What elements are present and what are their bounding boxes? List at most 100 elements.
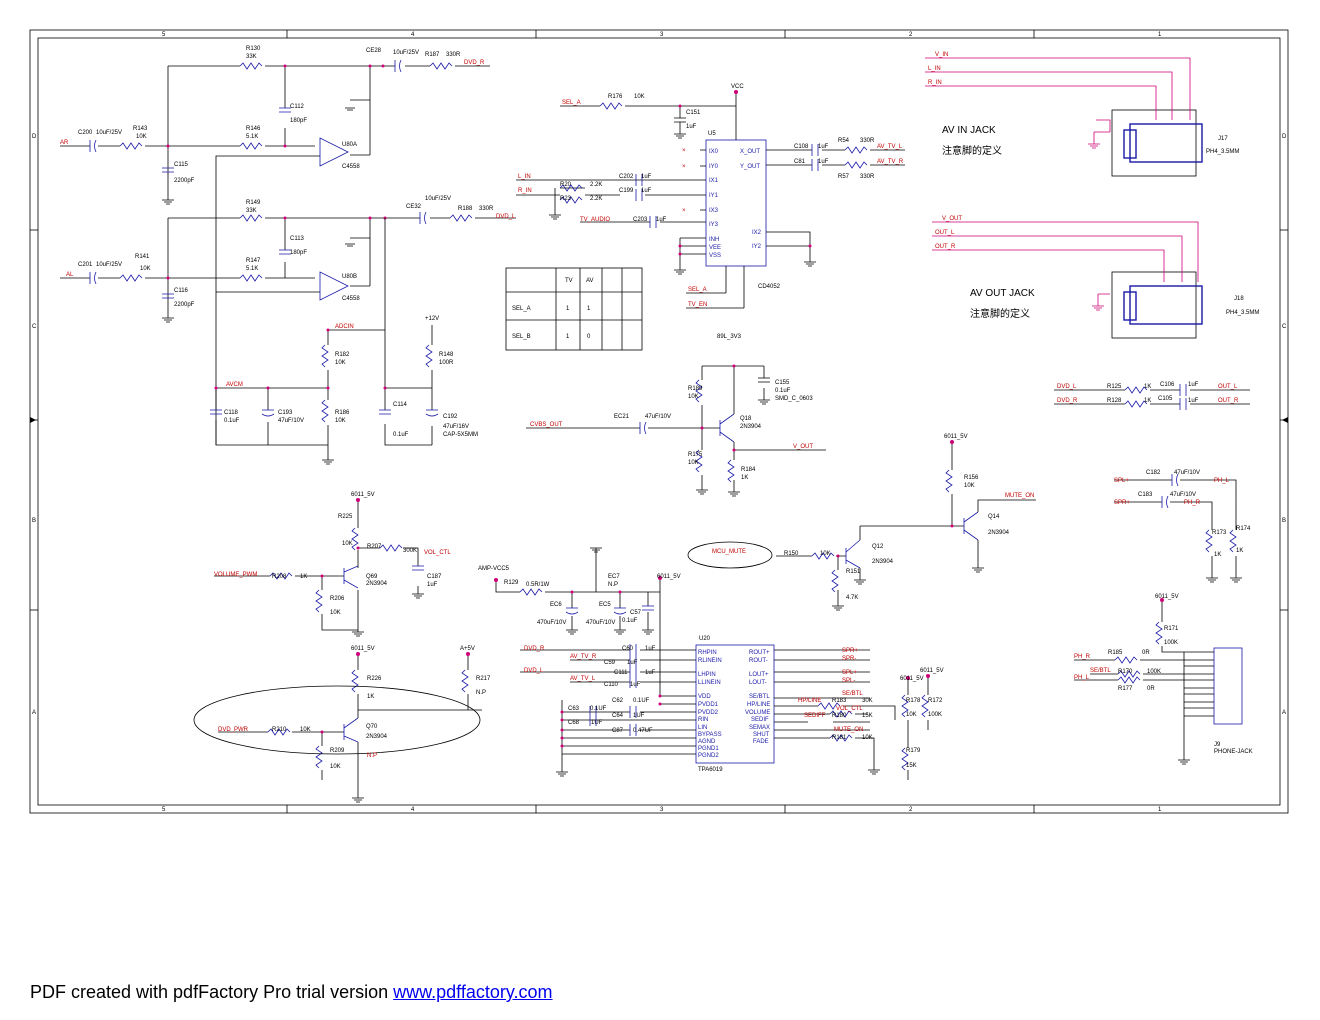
r129-label: R129 — [504, 580, 519, 586]
r130-value: 33K — [246, 54, 257, 60]
r208-value: 1K — [300, 574, 307, 580]
q70-np: N.P — [367, 753, 377, 759]
col-5-top: 5 — [162, 32, 166, 38]
r182-label: R182 — [335, 352, 350, 358]
j18-av-out-jack — [932, 221, 1203, 339]
net-av-tv-r-amp: AV_TV_R — [570, 654, 597, 660]
bias-network — [210, 218, 439, 465]
ec21-value: 47uF/10V — [645, 414, 671, 420]
r148-value: 100R — [439, 360, 454, 366]
c187-value: 1uF — [427, 582, 438, 588]
net-avcm: AVCM — [226, 382, 243, 388]
q12-label: Q12 — [872, 544, 884, 550]
r173-value: 1K — [1214, 552, 1221, 558]
c183-label: C183 — [1138, 492, 1153, 498]
u20-pin-fade: FADE — [753, 739, 769, 745]
r181-value: 10K — [862, 735, 873, 741]
table-row1-tv: 1 — [566, 306, 570, 312]
r182-value: 10K — [335, 360, 346, 366]
ec5-label: EC5 — [599, 602, 611, 608]
r128-label: R128 — [1107, 398, 1122, 404]
j18-label: J18 — [1234, 296, 1244, 302]
r143-label: R143 — [133, 126, 148, 132]
r183-value: 30K — [862, 698, 873, 704]
u20-pin-rout-p: ROUT+ — [749, 650, 770, 656]
table-row1-av: 1 — [587, 306, 591, 312]
u5-label: U5 — [708, 131, 716, 137]
u20-pin-bypass: BYPASS — [698, 732, 722, 738]
net-spr-p: SPR+ — [842, 648, 858, 654]
net-amp-vcc5: AMP-VCC5 — [478, 566, 510, 572]
table-row2-label: SEL_B — [512, 334, 531, 340]
c200-label: C200 — [78, 130, 93, 136]
c200-value: 10uF/25V — [96, 130, 122, 136]
r187-value: 330R — [446, 52, 461, 58]
r226-value: 1K — [367, 694, 374, 700]
u5-pin-yout: Y_OUT — [740, 164, 760, 170]
u20-pin-pgnd2: PGND2 — [698, 753, 719, 759]
q70-label: Q70 — [366, 724, 378, 730]
net-cvbs-out: CVBS_OUT — [530, 422, 563, 428]
r176-value: 10K — [634, 94, 645, 100]
r130-label: R130 — [246, 46, 261, 52]
r151-label: R151 — [846, 569, 861, 575]
c108-label: C108 — [794, 144, 809, 150]
net-sel-a: SEL_A — [562, 100, 581, 106]
u5-pin-ix2: IX2 — [752, 230, 762, 236]
r178-label: R178 — [906, 698, 921, 704]
r129-value: 0.5R/1W — [526, 582, 550, 588]
r125-label: R125 — [1107, 384, 1122, 390]
net-5v-j9: 6011_5V — [1155, 594, 1179, 600]
u5-part: CD4052 — [758, 284, 781, 290]
c202-value: 1uF — [641, 174, 652, 180]
c113-value: 180pF — [290, 250, 307, 256]
net-dvd-r-out: DVD_R — [1057, 398, 1078, 404]
net-r-in: R_IN — [518, 188, 532, 194]
c106-label: C106 — [1160, 382, 1175, 388]
r174-value: 1K — [1236, 548, 1243, 554]
u20-pin-agnd: AGND — [698, 739, 716, 745]
u20-pin-rin: RIN — [698, 717, 708, 723]
row-b-left: B — [32, 518, 36, 524]
net-v-in: V_IN — [935, 52, 948, 58]
svg-text:×: × — [682, 164, 686, 170]
u20-pin-rhpin: RHPIN — [698, 650, 717, 656]
c199-label: C199 — [619, 188, 634, 194]
r208-label: R208 — [272, 574, 287, 580]
r179-label: R179 — [906, 748, 921, 754]
r217-label: R217 — [476, 676, 491, 682]
r54-label: R54 — [838, 138, 850, 144]
net-spl-plus: SPL+ — [1114, 478, 1129, 484]
pdffactory-link[interactable]: www.pdffactory.com — [393, 982, 553, 1002]
c187-label: C187 — [427, 574, 442, 580]
u20-pin-lhpin: LHPIN — [698, 672, 716, 678]
c63-value: 0.1UF — [590, 706, 607, 712]
net-vol-ctl-amp: VOL_CTL — [836, 706, 863, 712]
net-hp-line: HP/LINE — [798, 698, 821, 704]
u20-pin-rlinein: RLINEIN — [698, 658, 722, 664]
frame-ticks — [30, 30, 1288, 813]
r225-value: 10K — [342, 541, 353, 547]
r209-value: 10K — [330, 764, 341, 770]
c106-value: 1uF — [1188, 382, 1199, 388]
row-d-right: D — [1282, 134, 1287, 140]
u20-pin-hpline: HP/LINE — [747, 702, 770, 708]
u20-pin-volume: VOLUME — [745, 710, 770, 716]
u20-pin-semax: SEMAX — [749, 725, 770, 731]
j9-phone-jack — [1074, 598, 1243, 765]
row-a-right: A — [1282, 710, 1286, 716]
q69-part: 2N3904 — [366, 581, 388, 587]
r20-label: R20 — [560, 182, 572, 188]
c108-value: 1uF — [818, 144, 829, 150]
u5-cd4052: ××× — [516, 90, 905, 309]
u20-pin-rout-n: ROUT- — [749, 658, 768, 664]
r171-value: 100K — [1164, 640, 1178, 646]
j17-av-in-jack — [925, 57, 1203, 177]
r177-label: R177 — [1118, 686, 1133, 692]
r170-value: 100K — [1147, 669, 1161, 675]
q70-dvd-power — [193, 652, 482, 803]
speaker-filters — [1114, 473, 1242, 583]
net-5v-r172: 6011_5V — [920, 668, 944, 674]
r143-value: 10K — [136, 134, 147, 140]
net-al: AL — [66, 272, 74, 278]
